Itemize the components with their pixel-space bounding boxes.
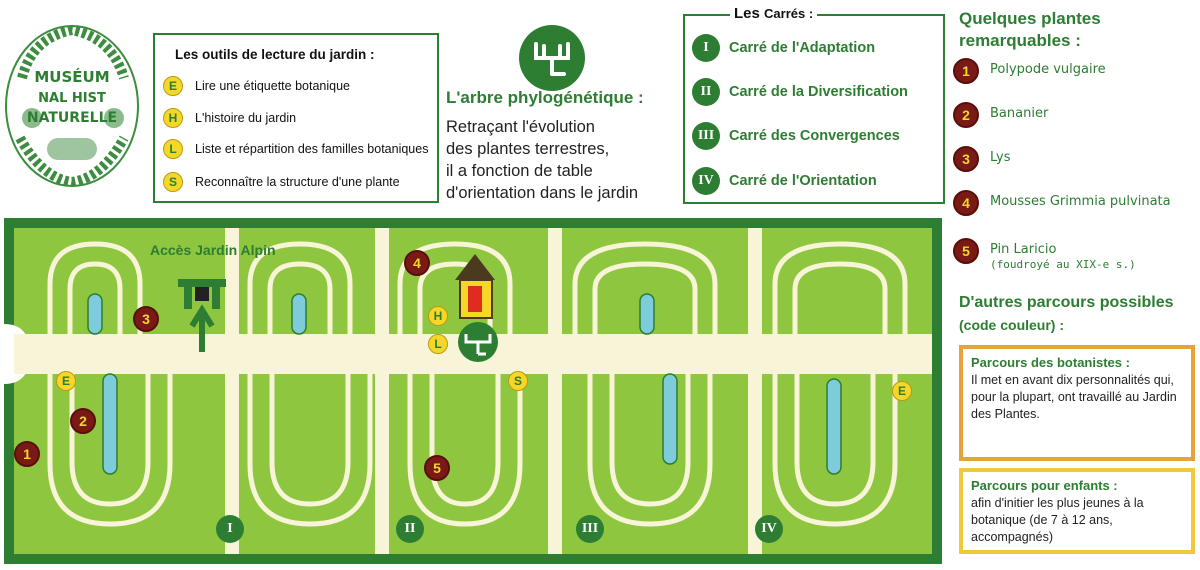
tool-label: L'histoire du jardin — [195, 111, 297, 125]
plant-number-badge: 2 — [953, 102, 979, 128]
carres-title-les: Les — [734, 5, 760, 22]
museum-logo: MUSÉUM NAL HIST NATURELLE — [2, 18, 142, 190]
tool-item: L Liste et répartition des familles bota… — [163, 138, 428, 160]
carre-badge: III — [692, 122, 720, 150]
map-carre-marker: III — [576, 515, 604, 543]
plant-label: Pin Laricio — [990, 242, 1057, 257]
children-route-box: Parcours pour enfants : afin d'initier l… — [959, 468, 1195, 554]
map-carre-marker: IV — [755, 515, 783, 543]
plant-label: Bananier — [990, 106, 1049, 121]
botanists-route-title: Parcours des botanistes : — [971, 355, 1130, 370]
tool-label: Lire une étiquette botanique — [195, 79, 350, 93]
botanists-route-text: Il met en avant dix personnalités qui, p… — [971, 373, 1177, 421]
carre-badge: I — [692, 34, 720, 62]
logo-line-1: MUSÉUM — [34, 67, 109, 86]
carre-item: III Carré des Convergences — [692, 121, 900, 151]
map-tool-marker-e: E — [56, 371, 76, 391]
phylo-desc-line: Retraçant l'évolution — [446, 118, 595, 136]
tool-badge: H — [163, 108, 183, 128]
plant-number-badge: 5 — [953, 238, 979, 264]
plant-number-badge: 1 — [953, 58, 979, 84]
phylogenetic-tree-description: Retraçant l'évolution des plantes terres… — [446, 116, 678, 204]
plant-sublabel: (foudroyé au XIX-e s.) — [990, 258, 1136, 271]
map-tool-marker-h: H — [428, 306, 448, 326]
carre-item: II Carré de la Diversification — [692, 77, 908, 107]
alpine-access-arrow-icon — [178, 279, 226, 352]
tool-badge: S — [163, 172, 183, 192]
tool-badge: L — [163, 139, 183, 159]
plant-label: Mousses Grimmia pulvinata — [990, 194, 1171, 209]
tool-item: E Lire une étiquette botanique — [163, 75, 350, 97]
carre-label: Carré des Convergences — [729, 128, 900, 144]
plant-number-badge: 4 — [953, 190, 979, 216]
map-plant-marker: 4 — [404, 250, 430, 276]
phylo-desc-line: des plantes terrestres, — [446, 140, 610, 158]
carres-title: Les Carrés : — [730, 5, 818, 22]
alpine-garden-access-label: Accès Jardin Alpin — [150, 242, 276, 258]
plant-item: 4 Mousses Grimmia pulvinata — [953, 190, 1171, 216]
carre-label: Carré de l'Adaptation — [729, 40, 876, 56]
map-tool-marker-s: S — [508, 371, 528, 391]
map-tool-marker-l: L — [428, 334, 448, 354]
map-plant-marker: 2 — [70, 408, 96, 434]
plant-label: Lys — [990, 150, 1011, 165]
logo-line-3: NATURELLE — [27, 110, 117, 126]
carre-label: Carré de la Diversification — [729, 84, 908, 100]
garden-house-icon — [455, 254, 495, 319]
map-phylogenetic-tree-icon — [458, 322, 498, 362]
phylogenetic-tree-icon — [518, 24, 586, 92]
phylogenetic-tree-title: L'arbre phylogénétique : — [446, 88, 644, 107]
garden-map — [0, 214, 950, 570]
map-carre-marker: I — [216, 515, 244, 543]
other-routes-title: D'autres parcours possibles (code couleu… — [959, 292, 1199, 337]
remarkable-plants-title: Quelques plantes remarquables : — [959, 9, 1101, 50]
carre-badge: II — [692, 78, 720, 106]
phylo-desc-line: d'orientation dans le jardin — [446, 184, 639, 202]
tool-label: Reconnaître la structure d'une plante — [195, 175, 400, 189]
plant-number-badge: 3 — [953, 146, 979, 172]
tool-badge: E — [163, 76, 183, 96]
tool-item: S Reconnaître la structure d'une plante — [163, 171, 400, 193]
map-tool-marker-e: E — [892, 381, 912, 401]
map-plant-marker: 3 — [133, 306, 159, 332]
phylo-desc-line: il a fonction de table — [446, 162, 593, 180]
plant-item: 3 Lys — [953, 146, 1011, 172]
logo-line-2: NAL HIST — [38, 91, 106, 106]
carre-item: I Carré de l'Adaptation — [692, 33, 875, 63]
carre-badge: IV — [692, 167, 720, 195]
plant-item: 5 Pin Laricio (foudroyé au XIX-e s.) — [953, 238, 1136, 271]
plant-item: 2 Bananier — [953, 102, 1048, 128]
map-plant-marker: 5 — [424, 455, 450, 481]
carre-item: IV Carré de l'Orientation — [692, 166, 877, 196]
plant-label-wrap: Pin Laricio (foudroyé au XIX-e s.) — [990, 238, 1136, 271]
map-plant-marker: 1 — [14, 441, 40, 467]
botanists-route-box: Parcours des botanistes : Il met en avan… — [959, 345, 1195, 461]
carres-title-carres: Carrés : — [764, 6, 814, 21]
other-routes-title-main: D'autres parcours possibles — [959, 294, 1174, 311]
reading-tools-title: Les outils de lecture du jardin : — [175, 47, 375, 62]
reading-tools-legend: Les outils de lecture du jardin : E Lire… — [153, 33, 439, 203]
carres-legend — [683, 14, 945, 204]
map-carre-marker: II — [396, 515, 424, 543]
carre-label: Carré de l'Orientation — [729, 173, 877, 189]
plant-label: Polypode vulgaire — [990, 62, 1106, 77]
children-route-title: Parcours pour enfants : — [971, 478, 1118, 493]
plant-item: 1 Polypode vulgaire — [953, 58, 1106, 84]
other-routes-title-small: (code couleur) : — [959, 317, 1065, 333]
tool-label: Liste et répartition des familles botani… — [195, 142, 429, 156]
tool-item: H L'histoire du jardin — [163, 107, 296, 129]
children-route-text: afin d'initier les plus jeunes à la bota… — [971, 496, 1144, 544]
